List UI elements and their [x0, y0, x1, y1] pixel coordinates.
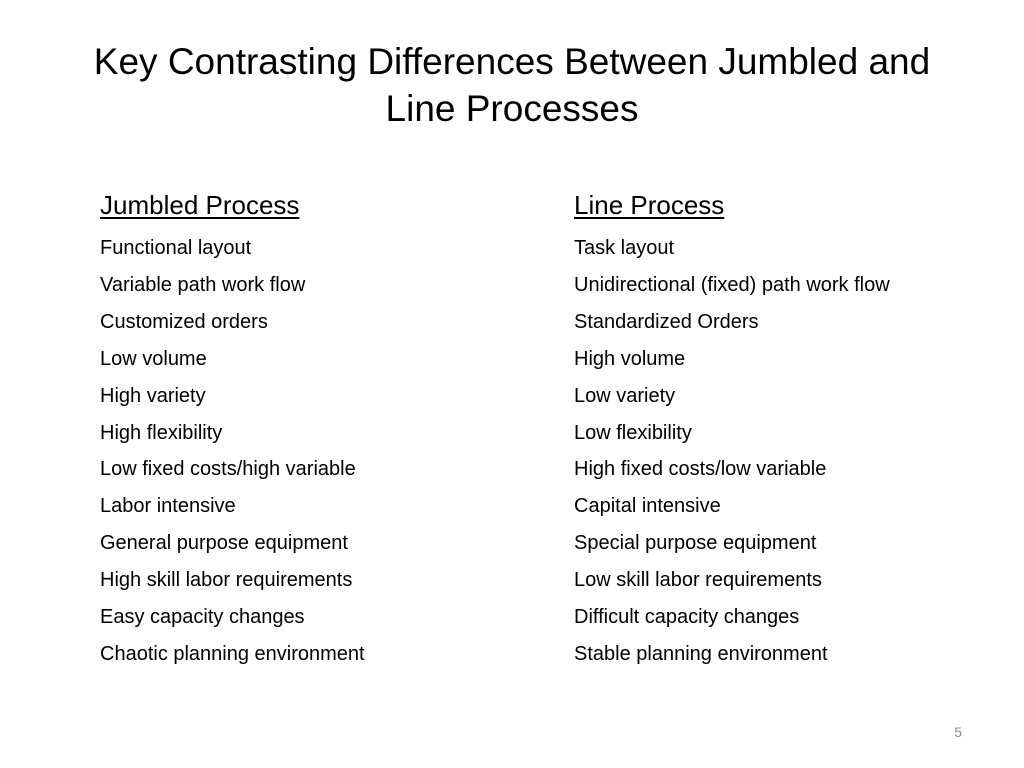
jumbled-process-list: Functional layout Variable path work flo… — [100, 230, 550, 673]
list-item: Capital intensive — [574, 495, 721, 518]
line-process-column: Line Process Task layout Unidirectional … — [574, 187, 1014, 673]
jumbled-process-column: Jumbled Process Functional layout Variab… — [100, 187, 550, 673]
list-item: High flexibility — [100, 421, 223, 444]
list-item: Customized orders — [100, 310, 268, 333]
list-item: Low variety — [574, 384, 676, 407]
list-item: Unidirectional (fixed) path work flow — [574, 273, 890, 296]
list-item: Variable path work flow — [100, 273, 306, 296]
list-item: Low skill labor requirements — [574, 569, 822, 592]
jumbled-process-header: Jumbled Process — [100, 190, 300, 220]
list-item: High skill labor requirements — [100, 569, 353, 592]
list-item: Chaotic planning environment — [100, 642, 365, 665]
list-item: Labor intensive — [100, 495, 236, 518]
line-process-list: Task layout Unidirectional (fixed) path … — [574, 230, 1014, 673]
list-item: Standardized Orders — [574, 310, 759, 333]
line-process-header: Line Process — [574, 190, 725, 220]
page-number: 5 — [954, 724, 962, 740]
list-item: Low volume — [100, 347, 207, 370]
list-item: Task layout — [574, 237, 675, 259]
list-item: High volume — [574, 347, 686, 370]
slide-title: Key Contrasting Differences Between Jumb… — [93, 41, 931, 129]
list-item: General purpose equipment — [100, 532, 348, 555]
list-item: Low flexibility — [574, 421, 692, 444]
list-item: High fixed costs/low variable — [574, 458, 827, 481]
list-item: Low fixed costs/high variable — [100, 458, 356, 481]
list-item: Stable planning environment — [574, 642, 828, 665]
list-item: Functional layout — [100, 237, 252, 259]
list-item: Difficult capacity changes — [574, 606, 800, 629]
list-item: High variety — [100, 384, 206, 407]
list-item: Special purpose equipment — [574, 532, 817, 555]
list-item: Easy capacity changes — [100, 606, 305, 629]
